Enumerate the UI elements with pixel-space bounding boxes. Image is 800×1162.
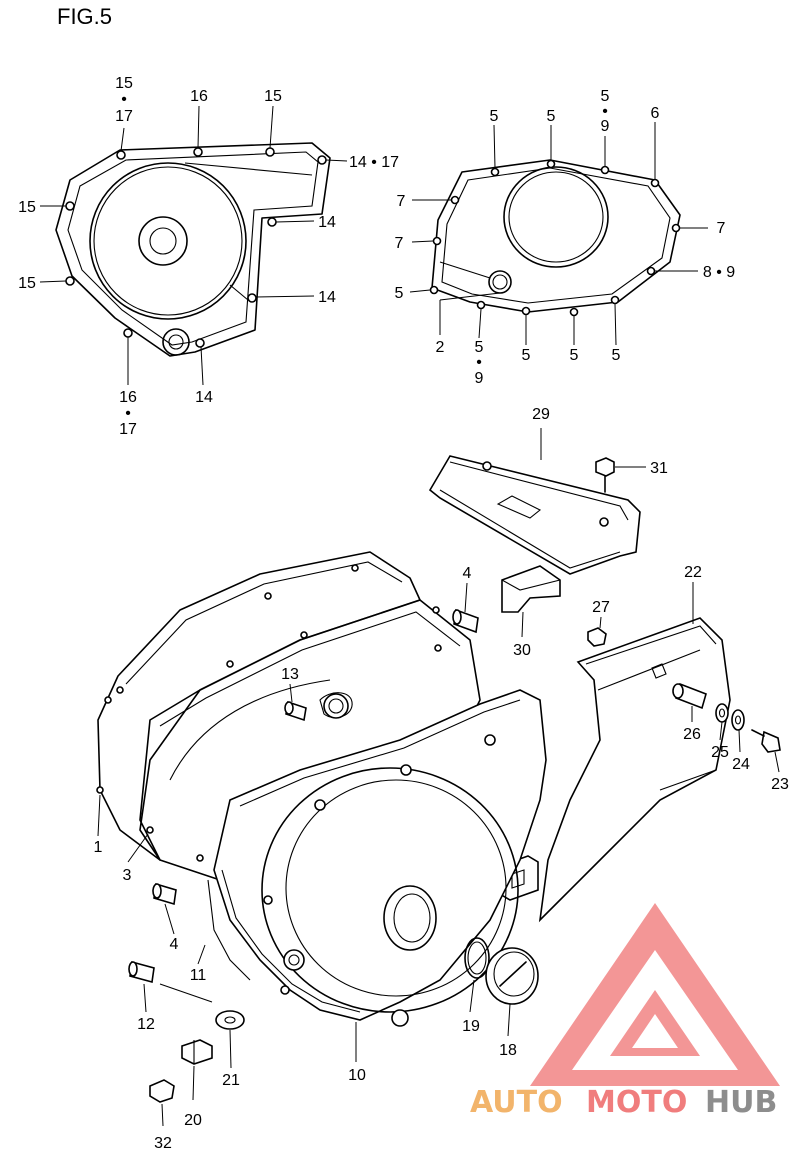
callout-11: 11 xyxy=(190,967,207,984)
dowel-part-4-upper xyxy=(452,608,479,634)
callout-6: 6 xyxy=(651,105,660,122)
callout-14: 14 xyxy=(318,214,336,231)
callout-5-9-dot: • xyxy=(602,103,608,120)
callout-4: 4 xyxy=(463,565,472,582)
callout-4: 4 xyxy=(170,936,179,953)
callout-14: 14 xyxy=(195,389,213,406)
callout-3: 3 xyxy=(123,867,132,884)
washer-part-21 xyxy=(215,1010,245,1030)
plug-part-18 xyxy=(485,947,539,1005)
callout-15: 15 xyxy=(18,275,36,292)
callout-19: 19 xyxy=(462,1018,480,1035)
leader-lines-main xyxy=(97,582,511,1127)
callout-16-17-dot: • xyxy=(125,405,131,422)
callout-16-17-b: 17 xyxy=(119,421,137,438)
leader-lines-top-right xyxy=(409,122,708,346)
dowel-part-12 xyxy=(128,960,155,984)
callout-1: 1 xyxy=(94,839,103,856)
callout-32: 32 xyxy=(154,1135,172,1152)
callout-15: 15 xyxy=(18,199,36,216)
callout-26: 26 xyxy=(683,726,701,743)
callout-29: 29 xyxy=(532,406,550,423)
cover-part-10 xyxy=(213,689,547,1027)
bolt-part-31 xyxy=(595,457,615,493)
callout-5-9-dot: • xyxy=(476,354,482,371)
callout-21: 21 xyxy=(222,1072,240,1089)
callout-31: 31 xyxy=(650,460,668,477)
oring-part-19 xyxy=(464,937,490,979)
callout-23: 23 xyxy=(771,776,789,793)
callout-10: 10 xyxy=(348,1067,366,1084)
callout-7: 7 xyxy=(395,235,404,252)
cover-part-29 xyxy=(428,455,641,575)
chain-cover-part-22 xyxy=(538,617,731,923)
callout-5-9-b: 9 xyxy=(475,370,484,387)
callout-18: 18 xyxy=(499,1042,517,1059)
watermark-moto-text: MOTO xyxy=(586,1085,687,1120)
washer-part-25 xyxy=(715,703,729,723)
callout-15-17: 15 xyxy=(115,75,133,92)
callout-16-17: 16 xyxy=(119,389,137,406)
gasket-part-11 xyxy=(207,879,251,981)
bolt-part-23 xyxy=(751,729,781,753)
plug-part-32 xyxy=(149,1079,175,1103)
bracket-part-30 xyxy=(501,565,561,613)
watermark-auto-text: AUTO xyxy=(470,1085,563,1120)
callout-5: 5 xyxy=(395,285,404,302)
leader-lines-top-left xyxy=(39,105,348,386)
callout-24: 24 xyxy=(732,756,750,773)
callout-27: 27 xyxy=(592,599,610,616)
callout-25: 25 xyxy=(711,744,729,761)
callout-5: 5 xyxy=(547,108,556,125)
dowel-part-13 xyxy=(284,700,307,722)
callout-7: 7 xyxy=(397,193,406,210)
callout-5-9: 5 xyxy=(475,339,484,356)
automotohub-watermark: AUTO MOTO HUB xyxy=(470,903,780,1120)
watermark-hub-text: HUB xyxy=(705,1085,777,1120)
callout-12: 12 xyxy=(137,1016,155,1033)
callout-16: 16 xyxy=(190,88,208,105)
callout-14: 14 xyxy=(318,289,336,306)
clutch-cover-gasket xyxy=(429,159,681,317)
callout-15-17-dot: • xyxy=(121,91,127,108)
callout-22: 22 xyxy=(684,564,702,581)
callout-5: 5 xyxy=(490,108,499,125)
callout-2: 2 xyxy=(436,339,445,356)
callout-15: 15 xyxy=(264,88,282,105)
nut-part-27 xyxy=(587,627,607,647)
callout-5-9: 5 xyxy=(601,88,610,105)
callout-7: 7 xyxy=(717,220,726,237)
callout-5: 5 xyxy=(570,347,579,364)
washer-part-24 xyxy=(731,709,745,731)
watermark-logo-triangle xyxy=(530,903,780,1086)
callout-8-9: 8 • 9 xyxy=(703,264,735,281)
magneto-cover-gasket xyxy=(55,142,331,357)
callout-14-17: 14 • 17 xyxy=(349,154,399,171)
callout-20: 20 xyxy=(184,1112,202,1129)
bolt-part-20 xyxy=(181,1039,213,1065)
callout-5: 5 xyxy=(522,347,531,364)
figure-title: FIG.5 xyxy=(57,4,112,29)
callout-13: 13 xyxy=(281,666,299,683)
callout-30: 30 xyxy=(513,642,531,659)
callout-5-9-b: 9 xyxy=(601,118,610,135)
callout-5: 5 xyxy=(612,347,621,364)
dowel-part-4-lower xyxy=(152,882,177,906)
collar-part-26 xyxy=(672,682,707,710)
callout-15-17-b: 17 xyxy=(115,108,133,125)
